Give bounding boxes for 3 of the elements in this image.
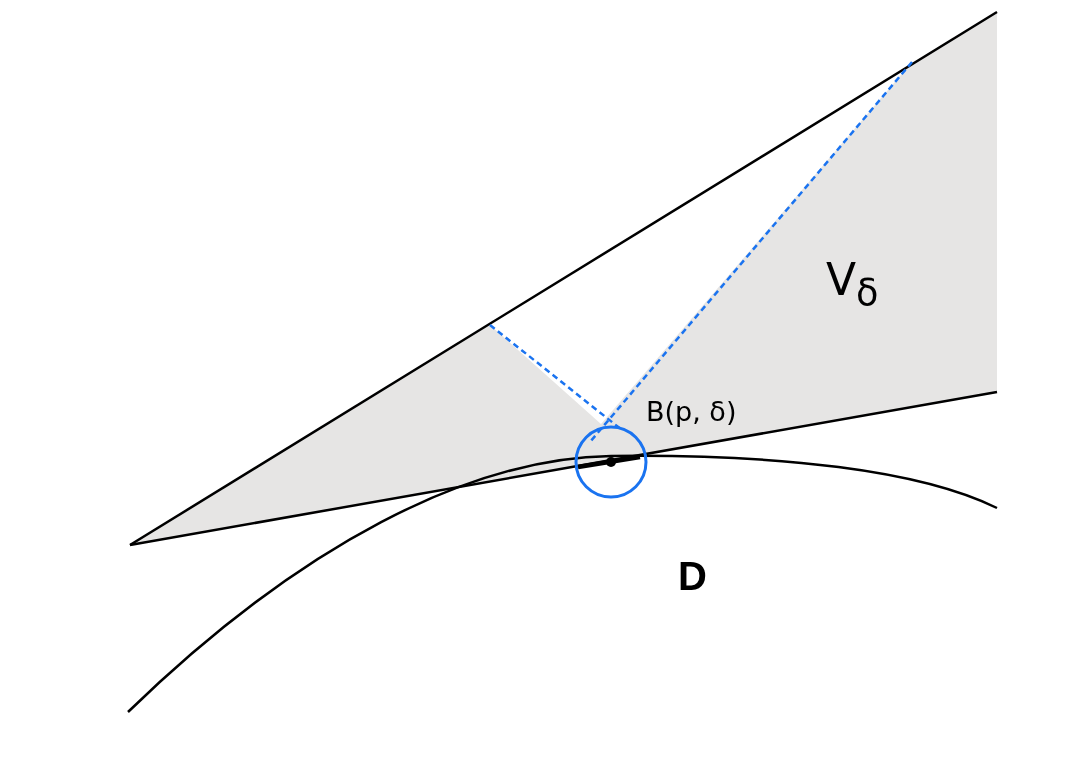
domain-label: D (678, 556, 707, 596)
ball-label: B(p, δ) (646, 398, 737, 425)
region-label: V$_{δ}$ (826, 258, 879, 312)
